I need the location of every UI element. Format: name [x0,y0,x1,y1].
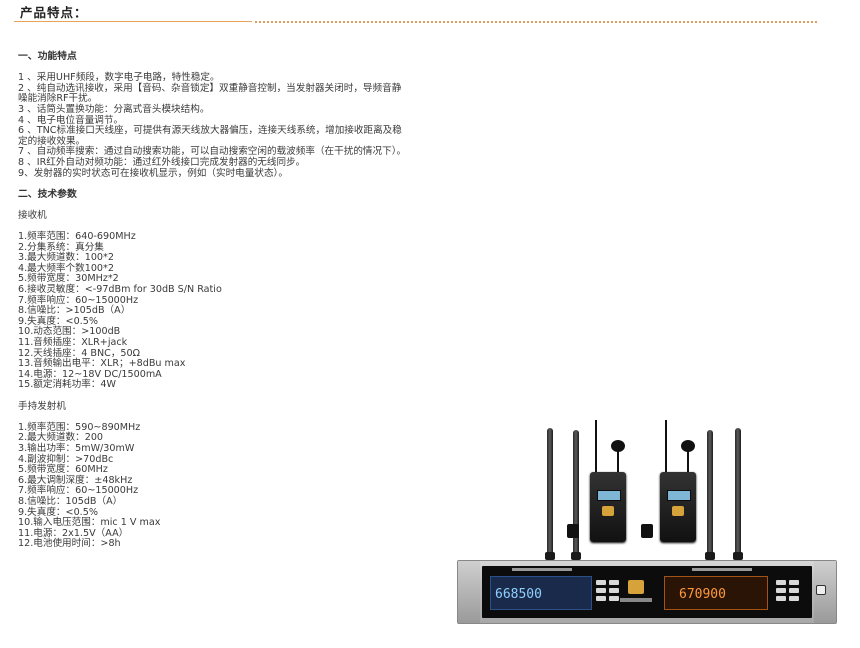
control-button [609,596,619,601]
features-title: 一、功能特点 [18,51,77,62]
feature-item: 6 、TNC标准接口天线座，可提供有源天线放大器偏压，连接天线系统，增加接收距离… [18,125,402,147]
antenna [735,428,741,556]
receiver-spec-item: 6.接收灵敏度：<-97dBm for 30dB S/N Ratio [18,284,222,296]
receiver-spec-item: 8.信噪比：>105dB（A） [18,305,131,317]
transmitter-spec-item: 2.最大频道数：200 [18,432,104,444]
brand-logo-icon [628,580,644,594]
lavalier-mic-icon [611,440,625,452]
model-label [620,598,652,602]
control-buttons-right [776,580,799,601]
transmitter-spec-item: 1.频率范围：590~890MHz [18,421,141,433]
frequency-readout-right: 670900 [679,587,726,602]
transmitter-title: 手持发射机 [18,400,66,412]
transmitter-spec-item: 11.电源：2x1.5V（AA） [18,527,129,539]
receiver-spec-item: 13.音频输出电平：XLR；+8dBu max [18,358,186,370]
receiver-unit: 668500 670900 [457,560,837,624]
control-button [596,588,606,593]
transmitter-spec-item: 9.失真度：<0.5% [18,506,98,518]
control-button [776,580,786,585]
transmitter-spec-item: 4.副波抑制：>70dBc [18,453,114,465]
receiver-specs-list: 1.频率范围：640-690MHz 2.分集系统：真分集 3.最大频道数：100… [18,231,408,391]
receiver-front-panel: 668500 670900 [482,566,812,618]
panel-label-strip [692,568,752,571]
transmitter-screen [667,490,691,501]
header-divider-dotted [255,21,817,23]
transmitter-spec-item: 6.最大调制深度：±48kHz [18,474,133,486]
receiver-spec-item: 9.失真度：<0.5% [18,315,98,327]
bodypack-transmitter [660,472,696,542]
power-button-icon [816,585,826,595]
lavalier-cable [617,444,619,474]
receiver-spec-item: 12.天线插座：4 BNC，50Ω [18,347,140,359]
antenna-base [571,552,581,560]
control-button [609,580,619,585]
bodypack-transmitter [590,472,626,542]
transmitter-screen [597,490,621,501]
header-title: 产品特点： [20,5,88,20]
control-buttons-left [596,580,619,601]
receiver-title: 接收机 [18,209,47,221]
transmitter-spec-item: 3.输出功率：5mW/30mW [18,442,135,454]
transmitter-spec-item: 10.输入电压范围：mic 1 V max [18,517,161,529]
receiver-spec-item: 15.额定消耗功率：4W [18,379,117,391]
product-image: 668500 670900 [455,420,840,648]
specs-title: 二、技术参数 [18,188,77,200]
control-button [596,596,606,601]
receiver-spec-item: 7.频率响应：60~15000Hz [18,294,139,306]
logo-icon [672,506,684,516]
control-button [789,596,799,601]
receiver-spec-item: 3.最大频道数：100*2 [18,252,114,264]
transmitter-spec-item: 5.频带宽度：60MHz [18,464,108,476]
control-button [776,596,786,601]
control-button [789,588,799,593]
antenna-base [705,552,715,560]
receiver-spec-item: 2.分集系统：真分集 [18,241,104,253]
control-button [596,580,606,585]
receiver-spec-item: 4.最大频率个数100*2 [18,262,114,274]
receiver-spec-item: 11.音频插座：XLR+jack [18,337,128,349]
panel-label-strip [512,568,572,571]
feature-item: 4 、电子电位音量调节。 [18,114,124,126]
transmitter-antenna [665,420,667,474]
frequency-readout-left: 668500 [495,587,542,602]
transmitter-spec-item: 8.信噪比：105dB（A） [18,495,123,507]
lavalier-clip-icon [567,524,579,538]
feature-item: 8 、IR红外自动对频功能：通过红外线接口完成发射器的无线同步。 [18,156,306,168]
feature-item: 9、发射器的实时状态可在接收机显示，例如（实时电量状态）。 [18,167,288,179]
header-divider-solid [14,21,252,22]
antenna-base [545,552,555,560]
spec-content: 一、功能特点 1 、采用UHF频段，数字电子电路，特性稳定。 2 、纯自动选讯接… [18,51,408,550]
feature-item: 1 、采用UHF频段，数字电子电路，特性稳定。 [18,72,220,84]
antenna [573,430,579,556]
feature-item: 7 、自动频率搜索：通过自动搜索功能，可以自动搜索空闲的载波频率（在干扰的情况下… [18,146,407,158]
control-button [776,588,786,593]
antenna [547,428,553,556]
control-button [789,580,799,585]
receiver-spec-item: 10.动态范围：>100dB [18,326,121,338]
transmitter-spec-item: 7.频率响应：60~15000Hz [18,485,139,497]
transmitter-antenna [595,420,597,474]
rack-ear [458,561,480,623]
lcd-display-right: 670900 [664,576,768,610]
transmitter-spec-item: 12.电池使用时间：>8h [18,538,121,550]
lavalier-clip-icon [641,524,653,538]
antenna [707,430,713,556]
lavalier-cable [687,444,689,474]
receiver-spec-item: 5.频带宽度：30MHz*2 [18,273,119,285]
receiver-spec-item: 14.电源：12~18V DC/1500mA [18,368,162,380]
lavalier-mic-icon [681,440,695,452]
receiver-spec-item: 1.频率范围：640-690MHz [18,231,136,243]
control-button [609,588,619,593]
lcd-display-left: 668500 [490,576,592,610]
feature-item: 3 、话筒头置换功能：分离式音头模块结构。 [18,103,210,115]
feature-item: 2 、纯自动选讯接收，采用【音码、杂音锁定】双重静音控制，当发射器关闭时，导频音… [18,82,402,105]
logo-icon [602,506,614,516]
features-list: 1 、采用UHF频段，数字电子电路，特性稳定。 2 、纯自动选讯接收，采用【音码… [18,73,408,179]
transmitter-specs-list: 1.频率范围：590~890MHz 2.最大频道数：200 3.输出功率：5mW… [18,421,408,550]
antenna-base [733,552,743,560]
